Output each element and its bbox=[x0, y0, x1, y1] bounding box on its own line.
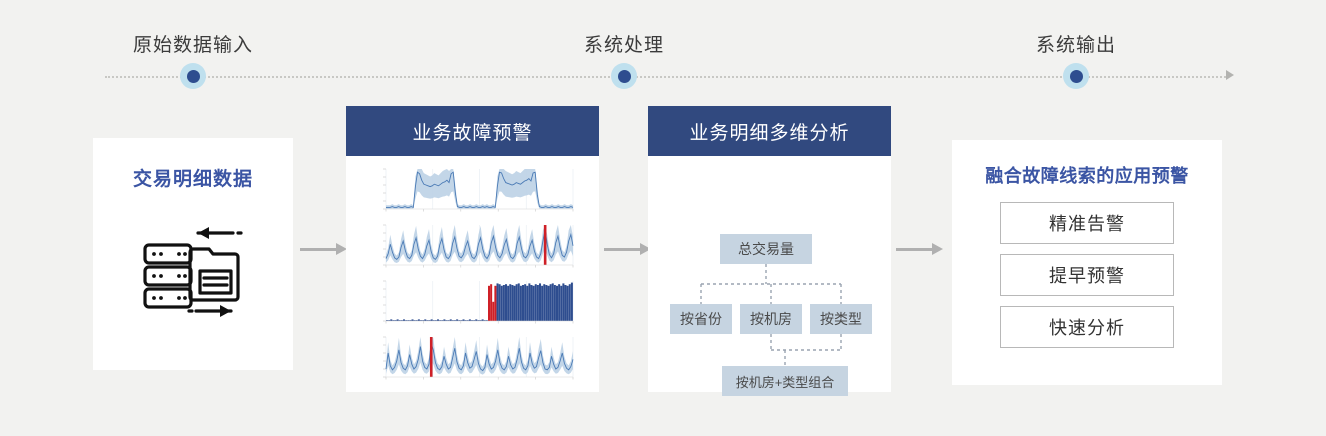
card-alerts-body bbox=[346, 156, 599, 392]
card-fused-alert-output[interactable]: 融合故障线索的应用预警 精准告警提早预警快速分析 bbox=[952, 140, 1222, 385]
timeline-label-process: 系统处理 bbox=[583, 35, 665, 56]
connector-arrow-1 bbox=[300, 243, 347, 255]
output-item[interactable]: 精准告警 bbox=[1000, 202, 1174, 244]
timeline-label-input: 原始数据输入 bbox=[132, 35, 254, 56]
mini-chart-multi-period-series bbox=[372, 332, 577, 386]
card-multidim-analysis[interactable]: 业务明细多维分析 总交易量 按省份 按机房 按类型 按机房+类 bbox=[648, 106, 891, 396]
connector-shaft bbox=[604, 247, 640, 251]
card-alerts-header: 业务故障预警 bbox=[346, 106, 599, 156]
arrow-head-icon bbox=[336, 243, 347, 255]
output-item[interactable]: 快速分析 bbox=[1000, 306, 1174, 348]
output-item-list: 精准告警提早预警快速分析 bbox=[1000, 202, 1174, 358]
mini-chart-plateau-band-series bbox=[372, 164, 577, 218]
timeline-dot-output[interactable] bbox=[1063, 63, 1089, 89]
output-item[interactable]: 提早预警 bbox=[1000, 254, 1174, 296]
timeline-dot-input[interactable] bbox=[180, 63, 206, 89]
tree-node-total[interactable]: 总交易量 bbox=[720, 234, 812, 264]
timeline-dot-process[interactable] bbox=[611, 63, 637, 89]
timeline-label-output: 系统输出 bbox=[1035, 35, 1117, 56]
tree-node-by-type[interactable]: 按类型 bbox=[810, 304, 872, 334]
database-transfer-icon bbox=[141, 223, 245, 324]
tree-node-by-datacenter[interactable]: 按机房 bbox=[740, 304, 802, 334]
connector-shaft bbox=[300, 247, 336, 251]
connector-shaft bbox=[896, 247, 932, 251]
card-transaction-data[interactable]: 交易明细数据 bbox=[93, 138, 293, 370]
mini-chart-daily-spike-series bbox=[372, 220, 577, 274]
dimension-tree: 总交易量 按省份 按机房 按类型 按机房+类型组合 bbox=[648, 156, 891, 396]
mini-chart-block-anomaly-series bbox=[372, 276, 577, 330]
process-timeline: 原始数据输入 系统处理 系统输出 bbox=[0, 0, 1326, 110]
connector-arrow-3 bbox=[896, 243, 943, 255]
timeline-track bbox=[105, 76, 1226, 78]
card-analysis-header: 业务明细多维分析 bbox=[648, 106, 891, 156]
card-input-title: 交易明细数据 bbox=[132, 169, 253, 190]
card-business-fault-alert[interactable]: 业务故障预警 bbox=[346, 106, 599, 392]
timeline-arrow-icon bbox=[1226, 70, 1234, 80]
mini-chart-list bbox=[372, 164, 577, 388]
tree-node-combined[interactable]: 按机房+类型组合 bbox=[722, 366, 848, 396]
connector-arrow-2 bbox=[604, 243, 651, 255]
tree-node-by-province[interactable]: 按省份 bbox=[670, 304, 732, 334]
card-output-title: 融合故障线索的应用预警 bbox=[985, 166, 1189, 186]
card-analysis-body: 总交易量 按省份 按机房 按类型 按机房+类型组合 bbox=[648, 156, 891, 396]
arrow-head-icon bbox=[932, 243, 943, 255]
arrow-head-icon bbox=[640, 243, 651, 255]
